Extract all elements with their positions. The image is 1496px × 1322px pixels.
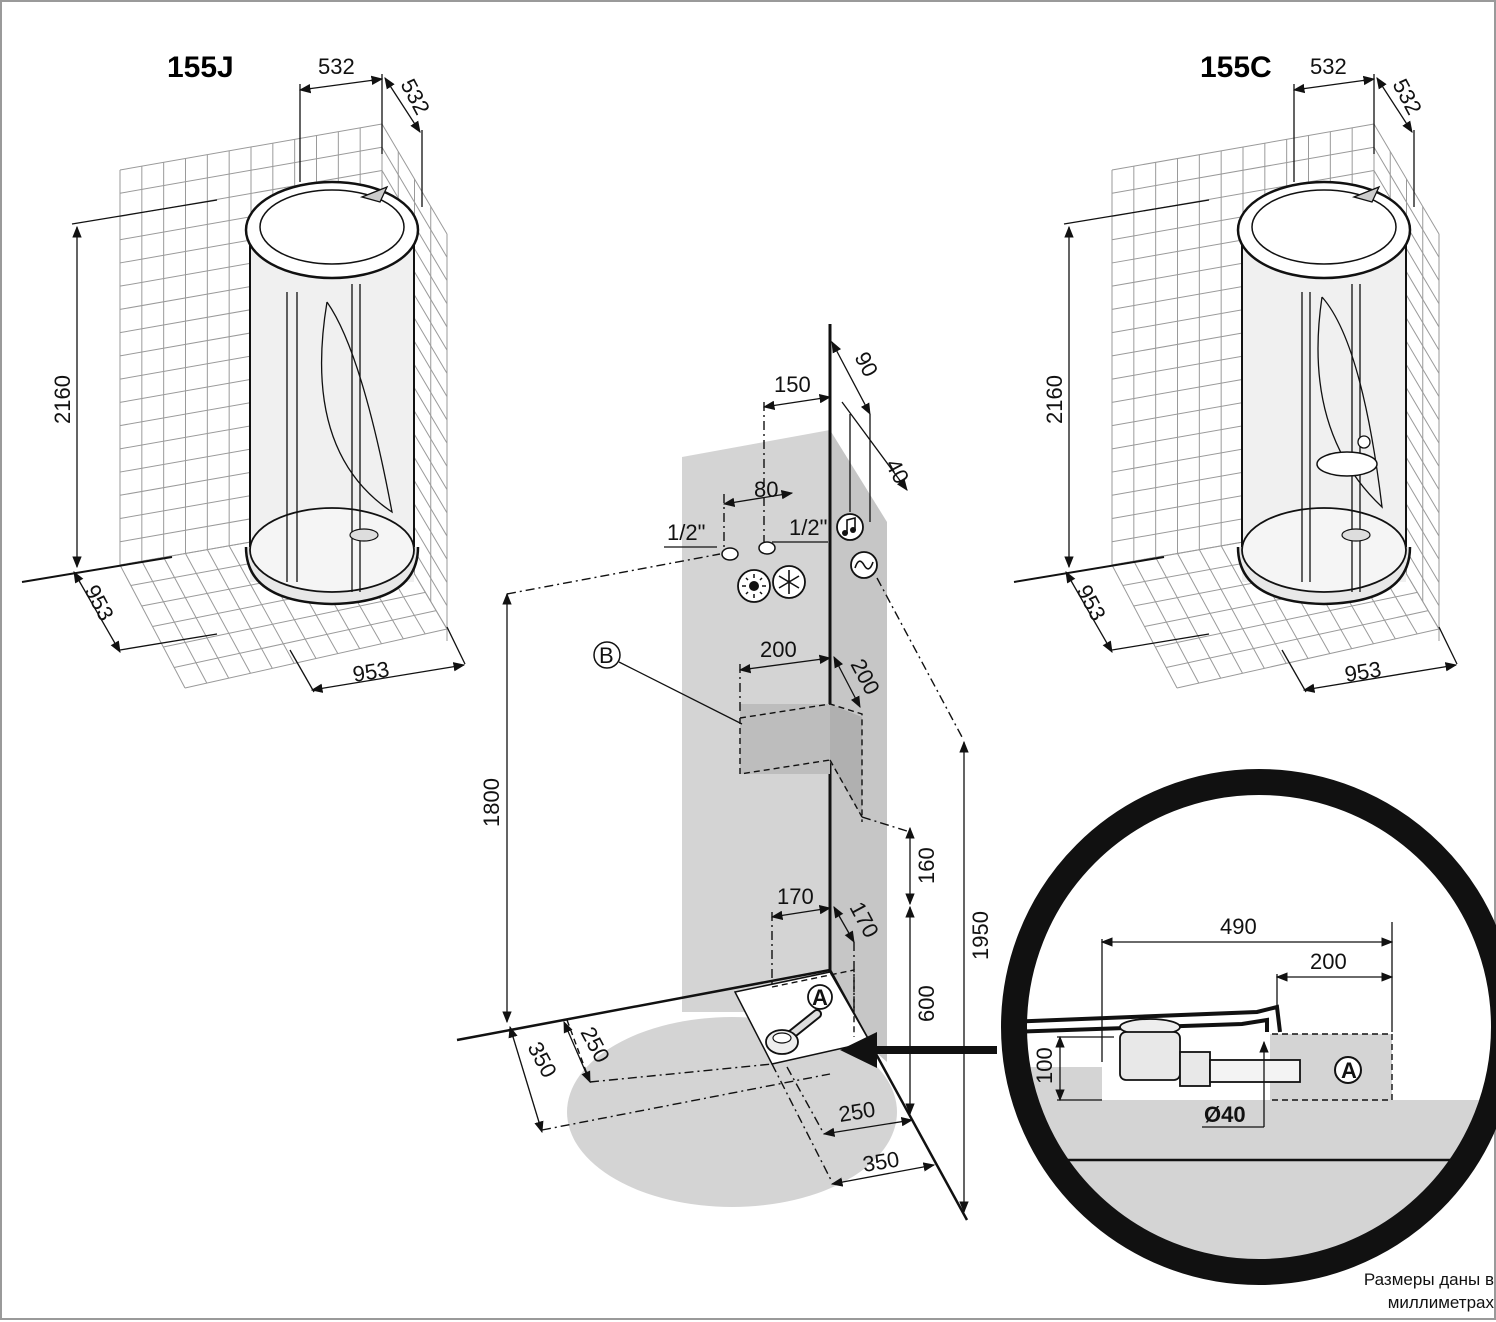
dim-40: 40 xyxy=(881,455,915,488)
dim-width-155c: 532 xyxy=(1310,54,1347,79)
detail-dim-100: 100 xyxy=(1032,1047,1057,1084)
shower-cabin-155c xyxy=(1236,180,1412,606)
dim-250-right: 250 xyxy=(837,1097,877,1127)
hot-pipe-connector xyxy=(721,547,739,561)
units-note-line2: миллиметрах xyxy=(1388,1293,1495,1312)
dim-1800: 1800 xyxy=(479,778,504,827)
music-note-icon xyxy=(836,513,864,541)
dim-depth-155c: 532 xyxy=(1388,75,1427,119)
label-b: B xyxy=(599,643,614,668)
dim-160: 160 xyxy=(914,847,939,884)
pipe-size-hot: 1/2" xyxy=(667,520,705,545)
ac-power-icon xyxy=(850,551,878,579)
dim-90: 90 xyxy=(850,348,884,381)
floor-section xyxy=(1014,1034,1496,1262)
dim-width-155j: 532 xyxy=(318,54,355,79)
dim-150: 150 xyxy=(774,372,811,397)
sun-hot-water-icon xyxy=(737,569,771,603)
drain-detail-magnifier: A 490 200 100 Ø40 xyxy=(1001,769,1496,1285)
dim-350-right: 350 xyxy=(861,1147,901,1177)
label-a: A xyxy=(812,985,828,1010)
cabin-155j: 155J 532 532 2160 xyxy=(21,51,466,693)
cold-pipe-connector xyxy=(758,541,776,555)
detail-label-a: A xyxy=(1341,1058,1357,1083)
snowflake-cold-water-icon xyxy=(772,565,806,599)
label-a-callout: A xyxy=(807,984,833,1010)
model-title-155c: 155C xyxy=(1200,51,1272,84)
dim-350-left: 350 xyxy=(523,1038,562,1082)
installation-scheme: 150 90 40 80 1/2" 1/2" xyxy=(456,324,997,1221)
siphon-section xyxy=(1119,1018,1301,1087)
dim-floor-width-155c: 953 xyxy=(1343,657,1383,687)
floor-shadow xyxy=(567,1017,897,1207)
dim-600: 600 xyxy=(914,985,939,1022)
dim-floor-depth-155c: 953 xyxy=(1072,581,1111,625)
detail-dim-200: 200 xyxy=(1310,949,1347,974)
dim-170-width: 170 xyxy=(777,884,814,909)
detail-diameter: Ø40 xyxy=(1204,1102,1246,1127)
dim-height-155j: 2160 xyxy=(50,375,75,424)
zone-b-area xyxy=(740,704,830,774)
model-title-155j: 155J xyxy=(167,51,234,84)
siphon-icon xyxy=(765,1009,822,1055)
label-b-callout: B xyxy=(593,641,743,725)
dim-80: 80 xyxy=(754,477,778,502)
units-note-line1: Размеры даны в xyxy=(1364,1270,1494,1289)
dim-floor-depth-155j: 953 xyxy=(80,581,119,625)
pipe-size-cold: 1/2" xyxy=(789,515,827,540)
dim-200-width: 200 xyxy=(760,637,797,662)
dim-1950: 1950 xyxy=(968,911,993,960)
detail-dim-490: 490 xyxy=(1220,914,1257,939)
shower-cabin-155j xyxy=(244,180,420,606)
dim-depth-155j: 532 xyxy=(396,75,435,119)
dim-floor-width-155j: 953 xyxy=(351,657,391,687)
cabin-155c: 155C 532 532 2160 xyxy=(1013,51,1458,693)
dim-height-155c: 2160 xyxy=(1042,375,1067,424)
